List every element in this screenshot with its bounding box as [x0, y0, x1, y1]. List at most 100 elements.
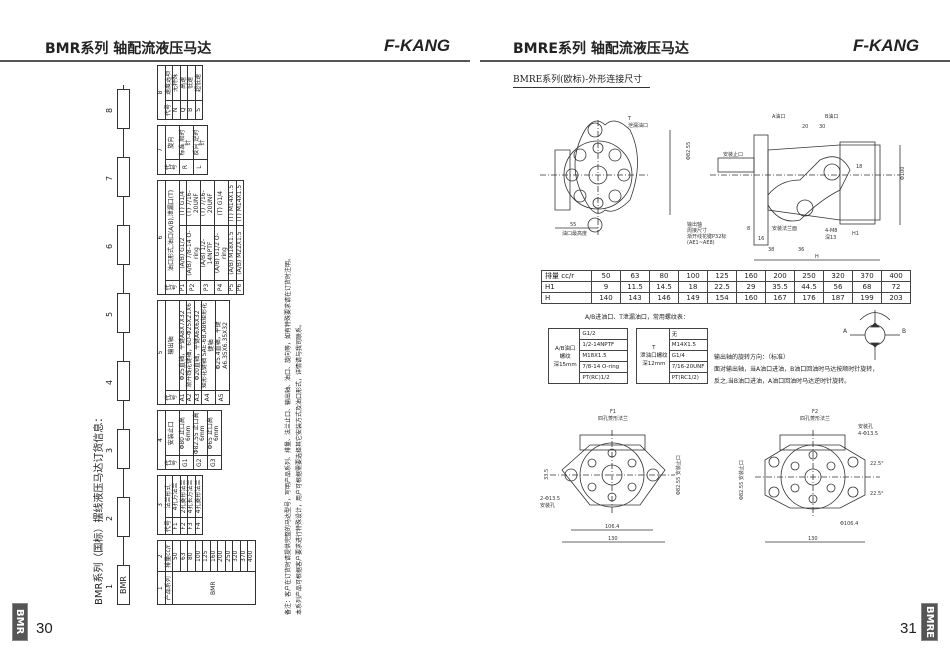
section-tab-bmre: BMRE	[921, 603, 938, 641]
port-label: A/B油口螺纹深15mm	[547, 328, 581, 384]
table-cell: 72	[881, 281, 911, 293]
table-row: PT(RC1/2)	[637, 372, 709, 384]
table-row: 7	[157, 125, 165, 175]
table-cell: 代号	[165, 159, 179, 175]
table-row: 3	[157, 475, 165, 535]
order-position-number: 7	[105, 175, 114, 181]
port-label-line: 泄油口螺纹	[640, 353, 668, 359]
table-cell: 22.5	[707, 281, 737, 293]
table-cell: 9	[591, 281, 621, 293]
table-cell: (A/B) 7/8-14 O-ring	[186, 225, 201, 281]
table-cell: Φ82.55 止口高6mm	[192, 410, 207, 456]
table-row: 6	[157, 180, 165, 295]
table-cell: (T) M14X1.5	[236, 180, 244, 226]
table-cell: 200	[765, 270, 795, 282]
f2-angle-2: 22.5°	[870, 491, 884, 497]
table-cell: 56	[823, 281, 853, 293]
hydraulic-symbol: A B	[843, 310, 906, 360]
table-cell: H	[541, 292, 592, 304]
label-t: T	[627, 116, 632, 122]
table-cell: (A/B) 1/2-14NPTF	[200, 225, 215, 281]
table-row: P3(A/B) 1/2-14NPTF(T) 7/16-20UNF	[200, 180, 215, 295]
label-mount-face: 安装法兰面	[772, 225, 797, 232]
label-h1: H1	[852, 231, 859, 237]
table-row: P5(A/B) M18X1.5(T) M14X1.5	[228, 180, 236, 295]
rotation-note-2: 面对输出轴，当A油口进油，B油口回油时马达按顺时针旋转，	[714, 366, 879, 373]
table-cell: 旋向	[165, 125, 179, 160]
table-cell: (A/B) G1/2 O-ring	[214, 225, 229, 281]
table-cell: 18	[678, 281, 708, 293]
table-cell: 8	[157, 65, 165, 120]
table-cell: Φ25.4直轴，平键A6.35X6.35X32	[215, 300, 230, 391]
thread-value: 1/2-14NPTF	[579, 339, 628, 351]
table-cell: A3	[194, 390, 202, 405]
port-label-line: A/B油口	[554, 346, 576, 352]
displacement-value: 320	[232, 540, 240, 572]
table-cell: (A/B) M22X1.5	[236, 225, 244, 281]
port-label-line: 深12mm	[642, 361, 666, 367]
table-row: P4(A/B) G1/2 O-ring(T) G1/4	[214, 180, 229, 295]
symbol-label-b: B	[902, 328, 906, 335]
label-20: 20	[802, 124, 808, 130]
table-cell: 产品系列	[165, 571, 173, 605]
rotation-note-3: 反之,当B油口进油，A油口回油时马达逆时针旋转。	[714, 378, 851, 385]
table-cell: G1	[179, 455, 193, 470]
table-cell: 250	[794, 270, 824, 282]
table-cell: 代号	[165, 280, 179, 295]
table-cell: R	[179, 159, 193, 175]
f2-hole: 4-Φ13.5	[858, 431, 878, 437]
displacement-value: 400	[247, 540, 255, 572]
section-title: BMRE系列(欧标)-外形连接尺寸	[513, 72, 651, 88]
table-cell: Φ65 止口高6mm	[207, 410, 221, 456]
f1-code: F1	[610, 409, 616, 415]
table-cell: 代号	[165, 455, 179, 470]
table-cell: F1	[172, 517, 180, 535]
table-cell: 29	[736, 281, 766, 293]
table-row: 产品系列排量cc/r	[165, 540, 173, 605]
table-cell: 6	[157, 180, 165, 295]
table-cell: F3	[187, 517, 195, 535]
order-code-box: BMR	[117, 565, 130, 605]
left-header-title: BMR系列 轴配流液压马达	[45, 41, 212, 57]
table-cell: P1	[179, 280, 187, 295]
label-38: 38	[768, 247, 774, 253]
label-36: 36	[798, 247, 804, 253]
displacement-value: 125	[202, 540, 210, 572]
label-dia8255: Φ82.55	[686, 142, 692, 160]
front-view-drawing	[540, 120, 650, 235]
thread-value: M18X1.5	[579, 350, 628, 362]
table-row: 代号油口形式,油口(A/B),泄漏口(T)	[165, 180, 179, 295]
table-cell: 超低速	[195, 65, 203, 101]
table-cell: G2	[193, 455, 207, 470]
table-cell: 160	[736, 270, 766, 282]
table-cell: P2	[186, 280, 201, 295]
label-m8: 4-M8	[825, 228, 837, 234]
table-cell: 143	[620, 292, 650, 304]
thread-value: G1/2	[579, 328, 628, 340]
f1-dim-33: 33.5	[544, 469, 550, 480]
table-cell: B	[187, 100, 195, 120]
order-position-number: 6	[105, 243, 114, 249]
table-cell: 11.5	[620, 281, 650, 293]
table-row: 5	[157, 300, 165, 405]
right-brand-logo: F-KANG	[853, 36, 920, 55]
order-code-box	[117, 361, 130, 401]
table-cell: 1	[157, 571, 165, 605]
order-position-number: 3	[105, 447, 114, 453]
order-position-number: 1	[105, 583, 114, 589]
table-cell: 320	[823, 270, 853, 282]
thread-value: G1/4	[668, 350, 709, 362]
table-cell: 50	[591, 270, 621, 282]
table-cell: (T) 7/16-20UNF	[186, 180, 201, 226]
f1-dim-130: 130	[608, 536, 618, 542]
table-cell: (T) M14X1.5	[228, 180, 236, 226]
